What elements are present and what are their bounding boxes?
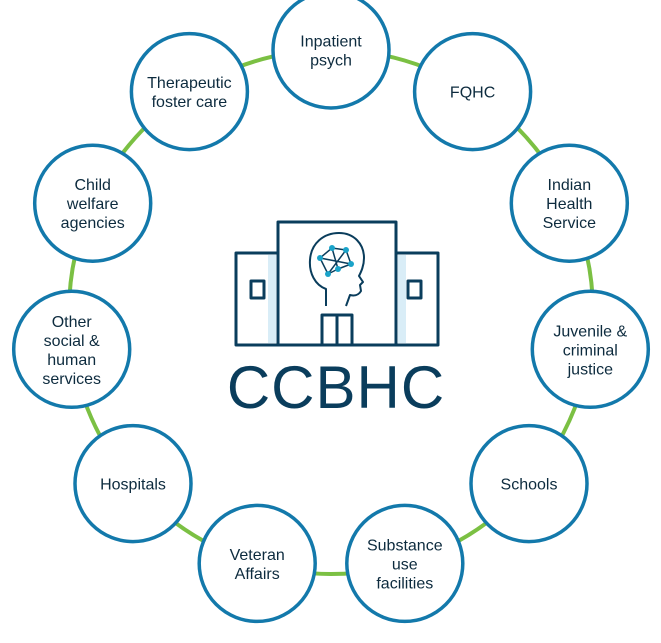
node-circle <box>469 423 589 544</box>
node-circle <box>530 289 651 410</box>
node-label: Inpatient psych <box>300 34 362 70</box>
node-label-line: Health <box>546 196 592 213</box>
node-inpatient-psych: Inpatient psych <box>271 0 391 110</box>
node-label-line: Indian <box>548 177 592 194</box>
node-circle <box>197 503 317 624</box>
node-label-line: Substance <box>367 537 443 554</box>
node-label-line: services <box>42 371 101 388</box>
node-label-line: Child <box>74 177 110 194</box>
brain-node <box>343 247 349 253</box>
node-label-line: welfare <box>66 196 119 213</box>
node-label-line: Schools <box>501 477 558 494</box>
node-label: Juvenile & criminal justice <box>553 323 627 378</box>
node-schools: Schools <box>469 423 589 544</box>
node-juvenile-criminal-justice: Juvenile & criminal justice <box>530 289 651 410</box>
node-label-line: psych <box>310 53 352 70</box>
ccbhc-center: CCBHC <box>227 220 445 421</box>
node-label-line: Hospitals <box>100 477 166 494</box>
node-label-line: human <box>47 352 96 369</box>
node-label-line: Inpatient <box>300 34 362 51</box>
node-label-line: foster care <box>152 94 228 111</box>
node-substance-use-facilities: Substance use facilities <box>345 503 465 624</box>
brain-node <box>335 266 341 272</box>
brain-nodes <box>317 245 354 277</box>
node-label-line: Therapeutic <box>147 75 232 92</box>
node-label: FQHC <box>450 85 495 102</box>
node-label: Hospitals <box>100 477 166 494</box>
brain-node <box>317 255 323 261</box>
node-label: Other social & human services <box>42 314 101 388</box>
node-label-line: FQHC <box>450 85 495 102</box>
node-label-line: Affairs <box>235 566 280 583</box>
node-fqhc: FQHC <box>412 31 533 152</box>
node-circle <box>271 0 391 110</box>
node-circle <box>509 143 630 263</box>
node-therapeutic-foster-care: Therapeutic foster care <box>129 31 250 152</box>
node-label: Child welfare agencies <box>61 177 125 232</box>
node-circle <box>345 503 465 624</box>
node-label-line: criminal <box>563 342 618 359</box>
left-window <box>249 279 266 300</box>
node-label-line: agencies <box>61 215 125 232</box>
node-label-line: Veteran <box>230 547 285 564</box>
node-label: Therapeutic foster care <box>147 75 232 111</box>
node-circle <box>11 289 132 410</box>
right-wing-shade <box>398 255 406 343</box>
node-other-social-human-services: Other social & human services <box>11 289 132 410</box>
node-circle <box>32 143 153 263</box>
node-label: Substance use facilities <box>367 537 443 592</box>
node-label: Schools <box>501 477 558 494</box>
node-circle <box>73 423 193 544</box>
building-with-brain-icon <box>234 220 440 347</box>
left-wing-shade <box>268 255 276 343</box>
node-label-line: Juvenile & <box>553 323 627 340</box>
node-child-welfare-agencies: Child welfare agencies <box>32 143 153 263</box>
node-label-line: justice <box>567 361 613 378</box>
node-label-line: facilities <box>376 575 433 592</box>
brain-node <box>348 261 354 267</box>
node-label-line: Other <box>52 314 93 331</box>
node-label-line: use <box>392 556 418 573</box>
brain-node <box>329 245 335 251</box>
node-circle <box>129 31 250 152</box>
node-circle <box>412 31 533 152</box>
ccbhc-title: CCBHC <box>227 354 445 421</box>
right-window <box>406 279 423 300</box>
node-label-line: Service <box>543 215 596 232</box>
brain-node <box>325 271 331 277</box>
node-hospitals: Hospitals <box>73 423 193 544</box>
head-profile-icon <box>308 232 365 307</box>
node-label-line: social & <box>44 333 100 350</box>
